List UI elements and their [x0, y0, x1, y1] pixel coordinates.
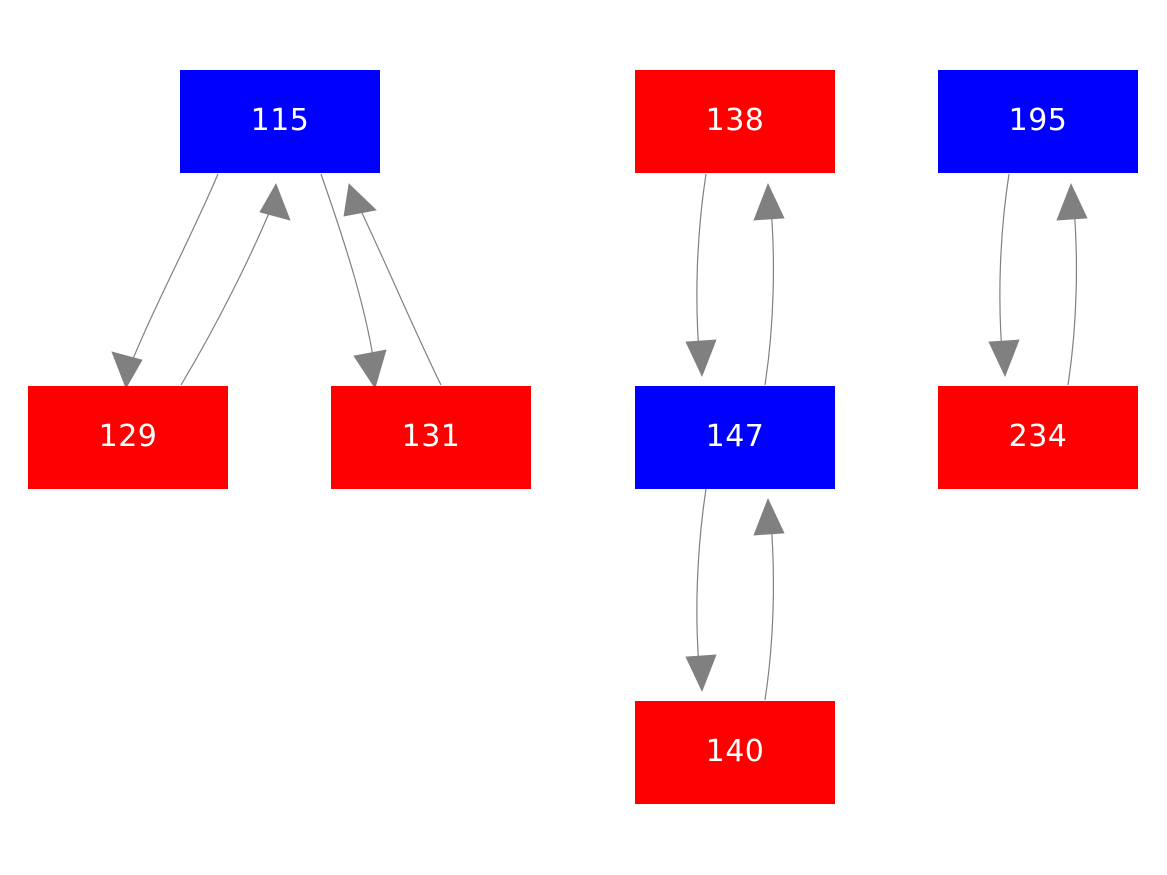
edge-147-to-140	[696, 488, 707, 680]
edge-234-to-195	[1067, 195, 1078, 386]
arrowhead-195-to-234	[988, 339, 1020, 378]
edge-195-to-234	[999, 173, 1010, 365]
node-label-147: 147	[705, 418, 765, 454]
edge-group-115-131	[320, 173, 442, 389]
arrowhead-147-to-138	[753, 182, 785, 221]
edge-115-to-131	[320, 173, 377, 378]
arrowhead-115-to-129	[111, 351, 143, 389]
graph-node-131[interactable]: 131	[331, 386, 531, 489]
node-label-115: 115	[250, 102, 310, 138]
arrowhead-129-to-115	[259, 183, 291, 221]
node-label-234: 234	[1008, 418, 1068, 454]
graph-node-234[interactable]: 234	[938, 386, 1138, 489]
arrowhead-140-to-147	[753, 497, 785, 536]
graph-node-195[interactable]: 195	[938, 70, 1138, 173]
edge-129-to-115	[180, 195, 277, 386]
graph-node-129[interactable]: 129	[28, 386, 228, 489]
node-label-131: 131	[401, 418, 461, 454]
arrowhead-138-to-147	[685, 339, 717, 378]
edge-140-to-147	[764, 510, 775, 701]
edge-131-to-115	[353, 195, 442, 386]
edge-group-138-147	[685, 173, 785, 386]
arrowhead-234-to-195	[1056, 182, 1088, 221]
edge-138-to-147	[696, 173, 707, 365]
arrowhead-147-to-140	[685, 654, 717, 693]
edge-group-147-140	[685, 488, 785, 701]
edge-group-115-129	[111, 173, 291, 389]
edge-group-195-234	[988, 173, 1088, 386]
node-label-140: 140	[705, 733, 765, 769]
graph-node-147[interactable]: 147	[635, 386, 835, 489]
node-label-138: 138	[705, 102, 765, 138]
arrowhead-131-to-115	[343, 183, 377, 217]
arrowhead-115-to-131	[353, 349, 387, 389]
graph-node-115[interactable]: 115	[180, 70, 380, 173]
edge-147-to-138	[764, 195, 775, 386]
graph-node-138[interactable]: 138	[635, 70, 835, 173]
node-label-129: 129	[98, 418, 158, 454]
node-label-195: 195	[1008, 102, 1068, 138]
graph-node-140[interactable]: 140	[635, 701, 835, 804]
edge-115-to-129	[125, 173, 219, 377]
